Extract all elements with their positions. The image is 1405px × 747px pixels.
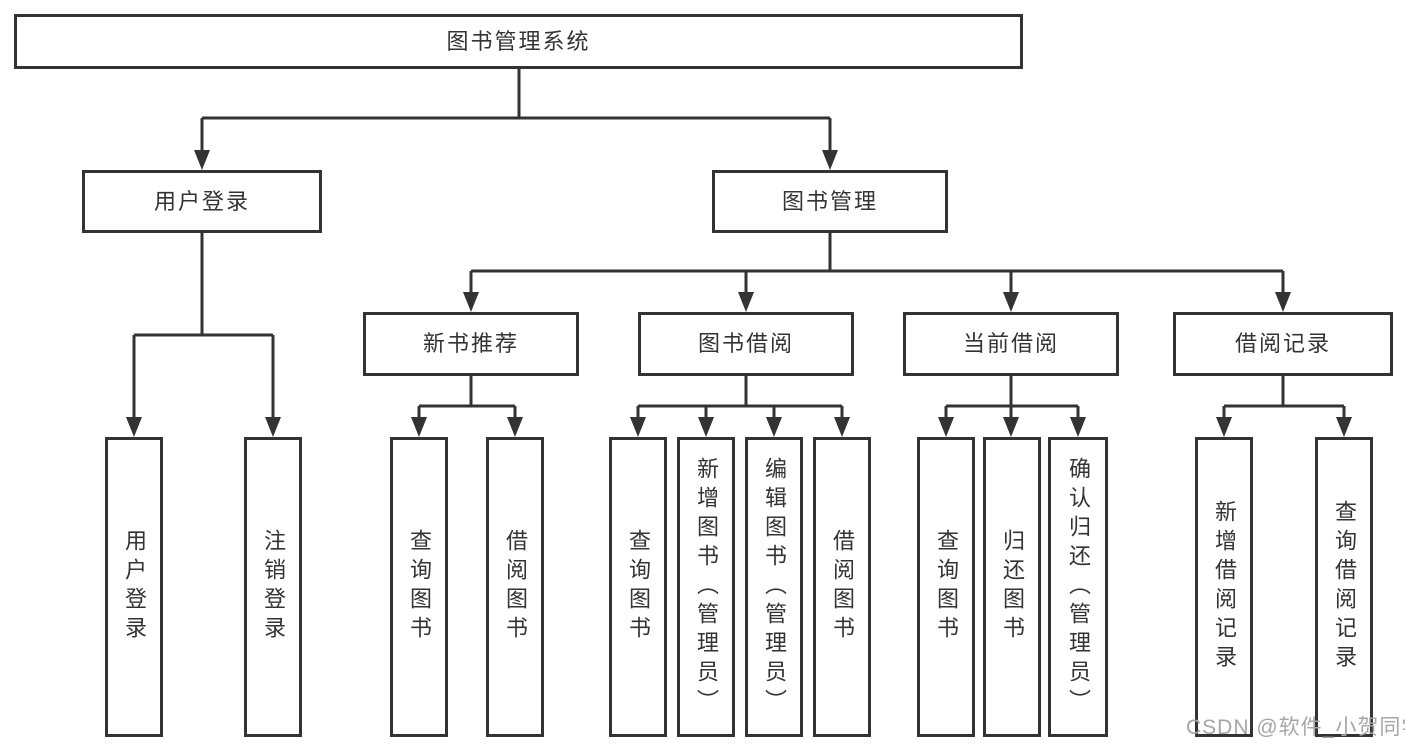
leaf-user-login: 用户登录 [105, 437, 163, 737]
leaf-borrow-books: 借阅图书 [813, 437, 871, 737]
leaf-logout: 注销登录 [244, 437, 302, 737]
node-current-borrowing: 当前借阅 [903, 312, 1119, 376]
leaf-edit-book-admin: 编辑图书（管理员） [745, 437, 803, 737]
node-book-management: 图书管理 [712, 170, 948, 233]
leaf-query-books-borrowing: 查询图书 [609, 437, 667, 737]
leaf-query-borrow-record: 查询借阅记录 [1315, 437, 1373, 737]
leaf-confirm-return-admin: 确认归还（管理员） [1048, 437, 1108, 737]
node-borrowing-records: 借阅记录 [1173, 312, 1393, 376]
node-root: 图书管理系统 [14, 14, 1023, 69]
leaf-borrow-books-recommend: 借阅图书 [486, 437, 544, 737]
watermark: CSDN @软件_小贺同学 [1186, 716, 1405, 739]
node-user-login: 用户登录 [82, 170, 322, 233]
leaf-add-book-admin: 新增图书（管理员） [677, 437, 735, 737]
leaf-add-borrow-record: 新增借阅记录 [1195, 437, 1253, 737]
node-book-borrowing: 图书借阅 [638, 312, 854, 376]
leaf-query-books-recommend: 查询图书 [390, 437, 448, 737]
leaf-return-books: 归还图书 [983, 437, 1041, 737]
node-new-book-recommend: 新书推荐 [363, 312, 579, 376]
leaf-query-books-current: 查询图书 [917, 437, 975, 737]
